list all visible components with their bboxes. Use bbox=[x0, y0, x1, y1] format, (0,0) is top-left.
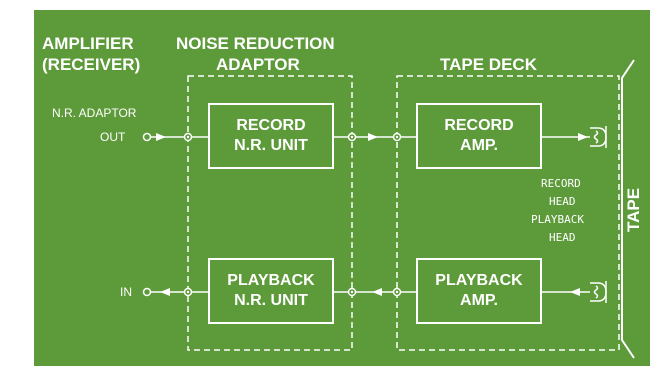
record-amp-line1: RECORD bbox=[444, 117, 514, 134]
arrow-right-icon bbox=[156, 133, 166, 141]
tape-bracket bbox=[621, 59, 635, 359]
record-nr-unit-line2: N.R. UNIT bbox=[234, 137, 308, 154]
playback-head-label-1: PLAYBACK bbox=[531, 213, 584, 226]
tape-deck-header: TAPE DECK bbox=[440, 55, 537, 74]
adaptor-header: ADAPTOR bbox=[216, 55, 300, 74]
nr-adaptor-label: N.R. ADAPTOR bbox=[52, 106, 137, 120]
tape-head-icon bbox=[590, 126, 607, 148]
record-nr-unit-line1: RECORD bbox=[236, 117, 306, 134]
in-label: IN bbox=[120, 285, 132, 299]
amplifier-header: AMPLIFIER bbox=[42, 34, 134, 53]
arrow-right-icon bbox=[578, 133, 588, 141]
out-label: OUT bbox=[100, 130, 126, 144]
record-nr-unit: RECORD N.R. UNIT bbox=[208, 103, 334, 169]
arrow-left-icon bbox=[372, 288, 382, 296]
playback-amp: PLAYBACK AMP. bbox=[416, 258, 542, 324]
jack-icon bbox=[142, 132, 152, 142]
nr-adaptor-boundary bbox=[187, 75, 353, 351]
tape-label: TAPE bbox=[624, 187, 644, 233]
green-panel bbox=[34, 10, 650, 366]
playback-head-label-2: HEAD bbox=[549, 231, 576, 244]
playback-amp-line1: PLAYBACK bbox=[435, 272, 523, 289]
arrow-right-icon bbox=[368, 133, 378, 141]
jack-icon bbox=[142, 287, 152, 297]
record-head-label-2: HEAD bbox=[549, 195, 576, 208]
tape-head-icon bbox=[590, 281, 607, 303]
record-amp: RECORD AMP. bbox=[416, 103, 542, 169]
playback-nr-unit: PLAYBACK N.R. UNIT bbox=[208, 258, 334, 324]
arrow-left-icon bbox=[160, 288, 170, 296]
playback-nr-unit-line1: PLAYBACK bbox=[227, 272, 315, 289]
amplifier-subheader: (RECEIVER) bbox=[42, 55, 141, 74]
arrow-left-icon bbox=[570, 288, 580, 296]
playback-nr-unit-line2: N.R. UNIT bbox=[234, 292, 308, 309]
playback-amp-line2: AMP. bbox=[460, 292, 498, 309]
record-head-label-1: RECORD bbox=[541, 177, 581, 190]
tape-deck-boundary bbox=[396, 75, 620, 351]
noise-reduction-header: NOISE REDUCTION bbox=[176, 34, 335, 53]
record-amp-line2: AMP. bbox=[460, 137, 498, 154]
